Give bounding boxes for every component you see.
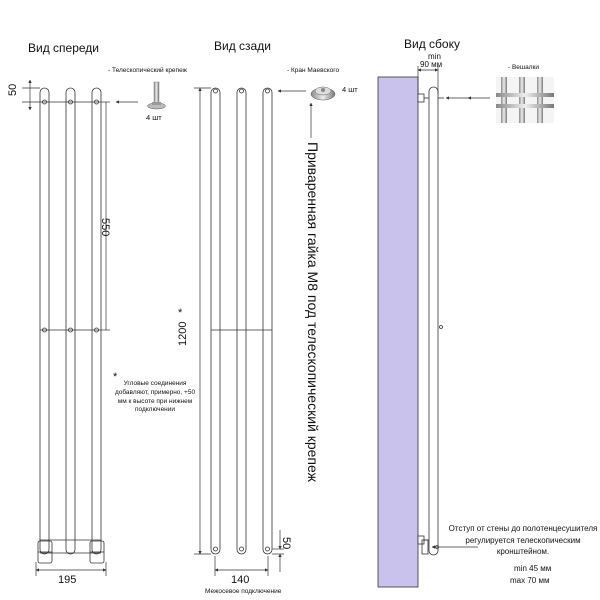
mayevsky-valve-icon [310, 86, 336, 101]
side-90-label: 90 мм [420, 60, 443, 69]
height-asterisk: * [178, 307, 183, 319]
wall-panel [377, 76, 419, 588]
back-view-radiator [210, 87, 273, 555]
mayevsky-qty: 4 шт [342, 85, 358, 94]
telescopic-callout: - Телескопический крепеж [108, 67, 187, 74]
corner-asterisk: * [113, 371, 118, 383]
side-view-radiator [417, 86, 444, 556]
front-dimensions [22, 79, 138, 576]
mayevsky-callout: - Кран Маевского [287, 67, 340, 74]
hangers-icon [496, 77, 554, 123]
corner-note: Угловые соединения добавляют, примерно, … [114, 380, 196, 414]
offset-max: max 70 мм [510, 576, 550, 585]
welded-nut-note: Приваренная гайка М8 под телескопический… [305, 142, 321, 483]
dim-195: 195 [58, 574, 77, 586]
dim-140: 140 [231, 574, 250, 586]
telescopic-qty: 4 шт [146, 113, 162, 122]
back-dimensions [194, 87, 313, 576]
dim-top-offset: 50 [7, 83, 19, 96]
offset-min: min 45 мм [514, 564, 552, 573]
dim-550: 550 [99, 218, 111, 237]
front-view-radiator [37, 87, 105, 564]
offset-note: Отступ от стены до полотенцесушителя рег… [448, 524, 598, 557]
back-view-title: Вид сзади [214, 39, 271, 53]
dim-1200: 1200 [177, 321, 189, 346]
dim-bottom-50: 50 [280, 537, 292, 550]
front-view-title: Вид спереди [28, 41, 100, 55]
side-view-title: Вид сбоку [404, 37, 460, 51]
axis-caption: Межосевое подключение [205, 588, 282, 595]
telescopic-bolt-icon [147, 81, 166, 110]
side-min-label: min [428, 52, 441, 61]
side-dimensions [417, 66, 478, 549]
hangers-callout: - Вешалки [508, 64, 540, 71]
